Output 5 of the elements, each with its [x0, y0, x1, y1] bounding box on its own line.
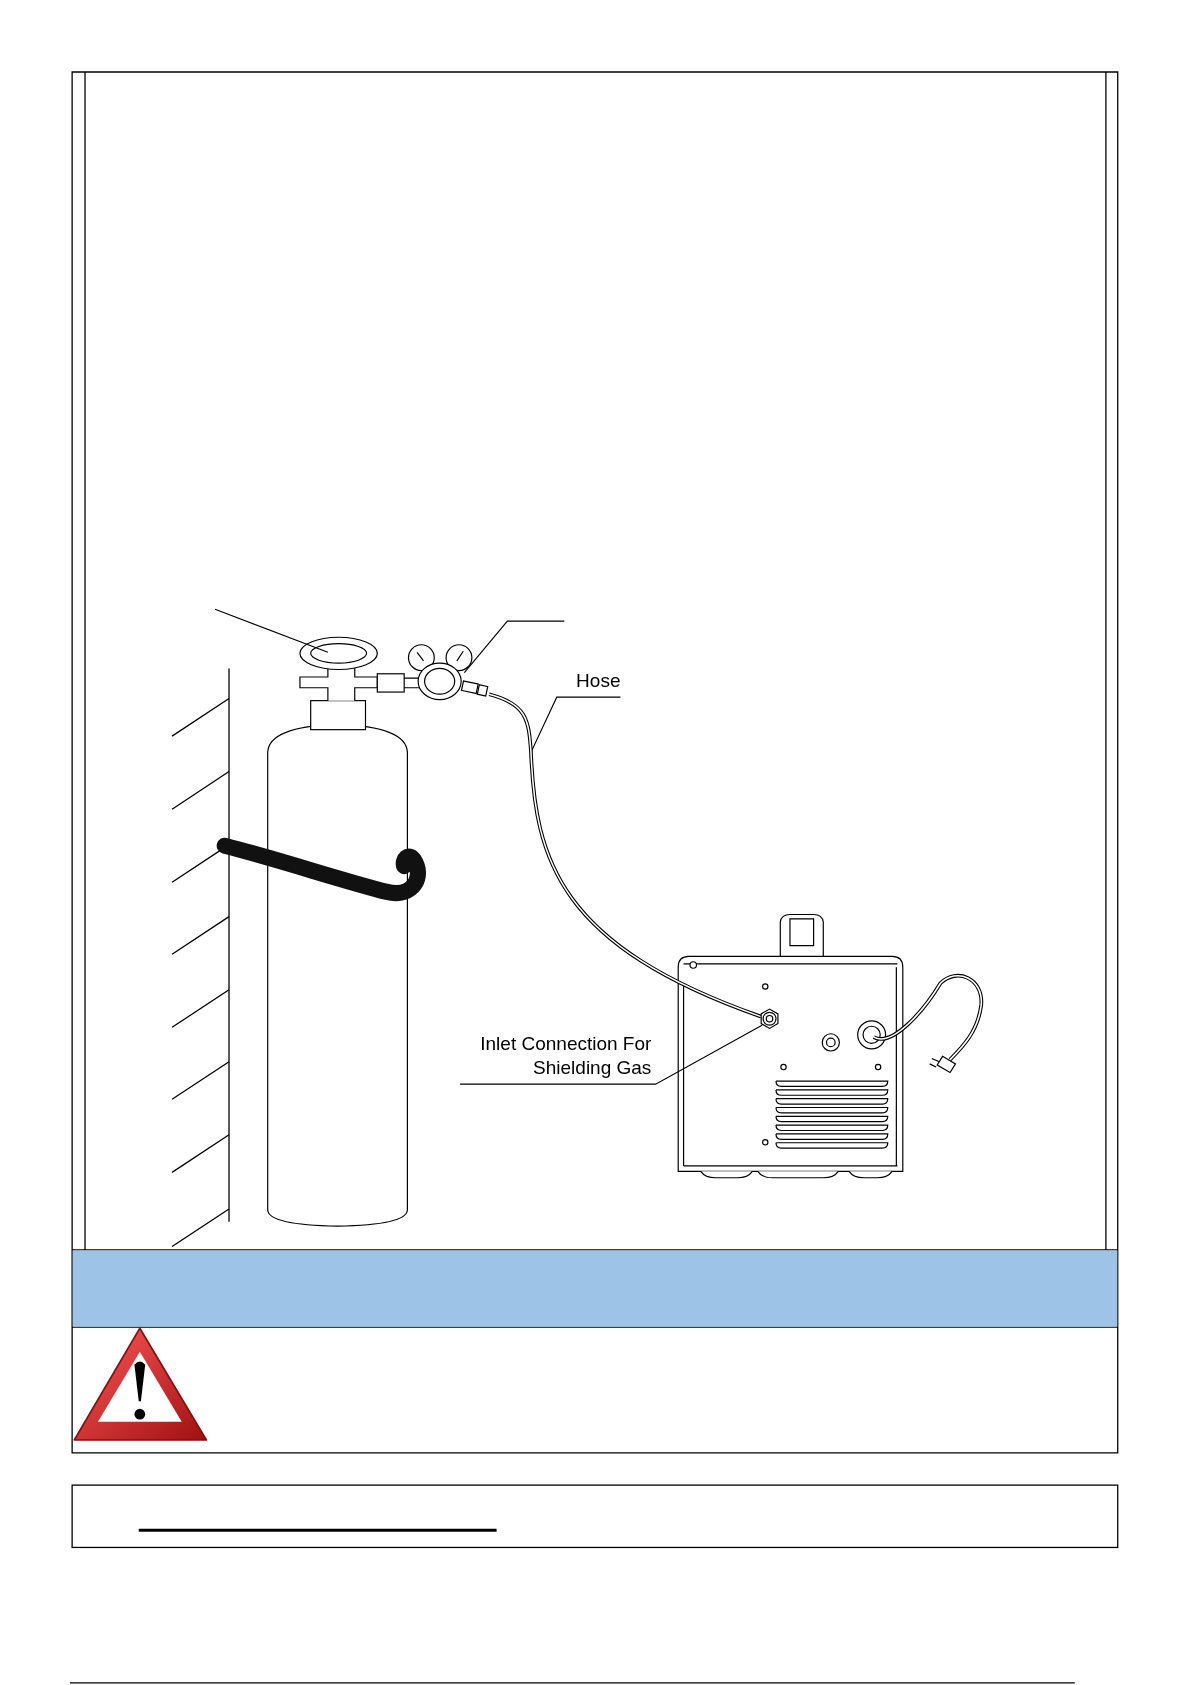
- leader-line: [459, 1024, 763, 1085]
- part-label: Inlet Connection For Shielding Gas: [447, 1031, 652, 1085]
- part-label: Hose: [576, 668, 621, 698]
- gas-inlet-connector: [760, 1008, 779, 1030]
- gas-hose: [488, 692, 762, 1019]
